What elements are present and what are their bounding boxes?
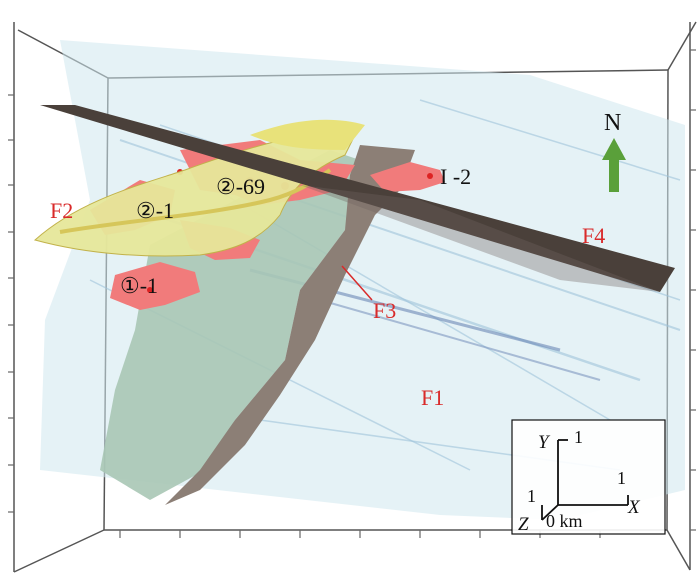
scale-z-value: 1 <box>527 486 536 506</box>
scale-z-axis-label: Z <box>518 514 529 535</box>
north-arrow-icon <box>602 138 626 192</box>
label-f3: F3 <box>373 298 397 323</box>
scale-x-axis-label: X <box>628 497 640 518</box>
label-orebody-2-1: ②-1 <box>136 198 175 223</box>
fault-plane-f2-upper <box>250 119 365 150</box>
scale-y-value: 1 <box>574 427 583 447</box>
label-f2: F2 <box>50 198 74 223</box>
scale-y-axis-label: Y <box>538 432 549 453</box>
label-orebody-2-69: ②-69 <box>216 174 266 199</box>
fault-plane-f4 <box>40 105 675 292</box>
scale-axes-icon <box>511 419 666 535</box>
scale-origin-label: 0 km <box>546 511 583 531</box>
label-orebody-i-2: I -2 <box>440 164 472 189</box>
f3-leader-line <box>341 265 373 301</box>
label-f1: F1 <box>421 385 445 410</box>
fault-plane-f3-dark <box>165 145 415 505</box>
right-ticks <box>690 49 696 531</box>
fault-plane-f4-shadow <box>300 185 660 292</box>
scale-x-value: 1 <box>617 468 626 488</box>
left-ticks <box>8 94 14 513</box>
label-orebody-1-1: ①-1 <box>120 273 159 298</box>
label-f4: F4 <box>582 223 606 248</box>
north-label: N <box>604 110 622 136</box>
